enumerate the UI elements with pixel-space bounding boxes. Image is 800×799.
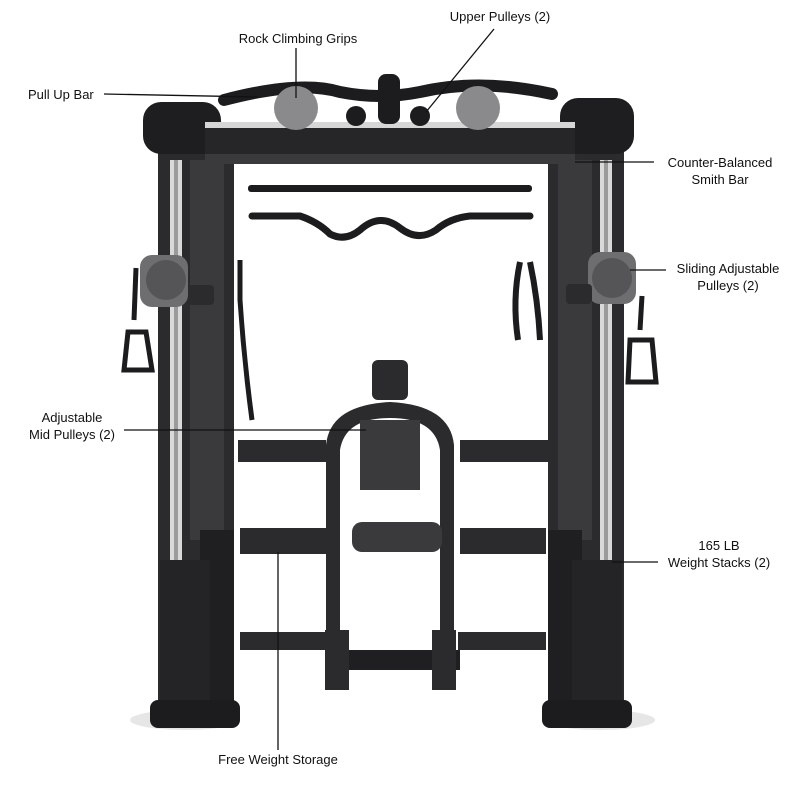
smith-carriage	[205, 154, 575, 164]
counter-balanced-smith-bar-label: Counter-Balanced Smith Bar	[650, 154, 790, 188]
mid-pulleys-line2: Mid Pulleys (2)	[29, 427, 115, 442]
right-sliding-pulley	[566, 252, 636, 304]
weight-stacks-line2: Weight Stacks (2)	[667, 555, 771, 570]
left-d-handle	[121, 267, 155, 373]
tricep-rope	[512, 261, 543, 341]
center-mid-frame	[326, 360, 460, 670]
ez-curl-bar	[248, 212, 534, 241]
right-tower	[542, 150, 632, 728]
sliding-pulleys-line1: Sliding Adjustable	[676, 261, 780, 276]
weight-stacks-line1: 165 LB	[698, 538, 740, 553]
adjustable-mid-pulleys-label: Adjustable Mid Pulleys (2)	[16, 409, 128, 443]
left-sliding-pulley	[140, 255, 214, 307]
weight-storage-shelves	[238, 440, 548, 690]
sliding-adjustable-pulleys-label: Sliding Adjustable Pulleys (2)	[664, 260, 792, 294]
leader-pull-up-bar	[103, 93, 259, 98]
weight-stacks-label: 165 LB Weight Stacks (2)	[656, 537, 782, 571]
left-top-cap	[143, 102, 221, 154]
callout-leader-lines	[103, 28, 666, 750]
straight-bar	[248, 185, 532, 192]
right-top-cap	[560, 98, 634, 154]
counter-balanced-line2: Smith Bar	[691, 172, 749, 187]
left-tower	[150, 150, 240, 728]
leader-upper-pulleys	[425, 28, 495, 113]
upper-pulley-left	[346, 106, 366, 126]
upper-pulleys-label: Upper Pulleys (2)	[430, 8, 570, 25]
pull-up-bar-center-post	[378, 74, 400, 124]
top-crossbar	[205, 126, 575, 154]
rock-grip-left	[274, 86, 318, 130]
pull-up-bar-text: Pull Up Bar	[28, 87, 94, 102]
rock-climbing-grips-text: Rock Climbing Grips	[238, 31, 358, 46]
rock-climbing-grips-label: Rock Climbing Grips	[220, 30, 376, 47]
counter-balanced-line1: Counter-Balanced	[667, 155, 773, 170]
mid-pulleys-line1: Adjustable	[41, 410, 103, 425]
upper-pulley-right	[410, 106, 430, 126]
free-weight-storage-label: Free Weight Storage	[200, 751, 356, 768]
ankle-strap	[237, 260, 255, 421]
upper-pulleys-text: Upper Pulleys (2)	[449, 9, 551, 24]
free-weight-storage-text: Free Weight Storage	[218, 752, 338, 767]
pull-up-bar-label: Pull Up Bar	[28, 86, 94, 103]
right-d-handle	[625, 295, 659, 385]
top-crossbar-chrome	[205, 122, 575, 128]
rock-grip-right	[456, 86, 500, 130]
sliding-pulleys-line2: Pulleys (2)	[697, 278, 759, 293]
